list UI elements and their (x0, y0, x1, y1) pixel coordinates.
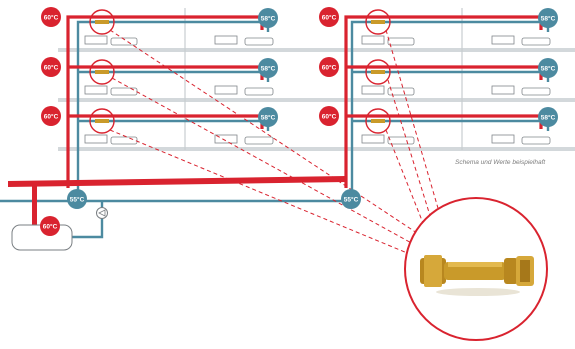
temp-label-return: 58°C (541, 113, 556, 121)
temp-label-hot: 60°C (44, 13, 59, 21)
disclaimer-note: Schema und Werte beispielhaft (455, 159, 546, 166)
branch-valves (89, 9, 391, 134)
temp-badges-hot: 60°C 60°C 60°C 60°C 60°C 60°C 60°C (40, 7, 339, 236)
temp-label-hot: 60°C (322, 63, 337, 71)
temp-label-boiler: 60°C (43, 222, 58, 230)
temp-label-main: 55°C (70, 195, 85, 203)
badge-branch-right-3: 58°C (538, 107, 558, 127)
badge-riser-right-1: 60°C (319, 7, 339, 27)
magnified-valve (404, 197, 548, 341)
badge-riser-left-3: 60°C (41, 106, 61, 126)
badge-main-left: 55°C (67, 189, 87, 209)
temp-label-return: 58°C (261, 14, 276, 22)
pump-icon (96, 207, 108, 219)
callout-lines (109, 29, 441, 256)
badge-branch-right-2: 58°C (538, 58, 558, 78)
badge-riser-left-1: 60°C (41, 7, 61, 27)
badge-branch-right-1: 58°C (538, 8, 558, 28)
badge-branch-left-2: 58°C (258, 58, 278, 78)
temp-label-hot: 60°C (322, 112, 337, 120)
hot-main (8, 176, 346, 227)
bathroom-fixtures (84, 35, 551, 145)
temp-label-hot: 60°C (44, 63, 59, 71)
temp-label-return: 58°C (541, 14, 556, 22)
badge-branch-left-3: 58°C (258, 107, 278, 127)
badge-riser-right-3: 60°C (319, 106, 339, 126)
temp-badges-return: 58°C 58°C 58°C 58°C 58°C 58°C 55°C 55°C (67, 8, 558, 209)
temp-label-return: 58°C (541, 64, 556, 72)
apartment-dividers (184, 8, 463, 150)
temp-label-return: 58°C (261, 64, 276, 72)
temp-label-main: 55°C (344, 195, 359, 203)
temp-label-hot: 60°C (44, 112, 59, 120)
badge-main-right: 55°C (341, 189, 361, 209)
badge-branch-left-1: 58°C (258, 8, 278, 28)
badge-riser-left-2: 60°C (41, 57, 61, 77)
temp-label-hot: 60°C (322, 13, 337, 21)
temp-label-return: 58°C (261, 113, 276, 121)
badge-riser-right-2: 60°C (319, 57, 339, 77)
floor-slabs (58, 48, 575, 151)
badge-boiler: 60°C (40, 216, 60, 236)
